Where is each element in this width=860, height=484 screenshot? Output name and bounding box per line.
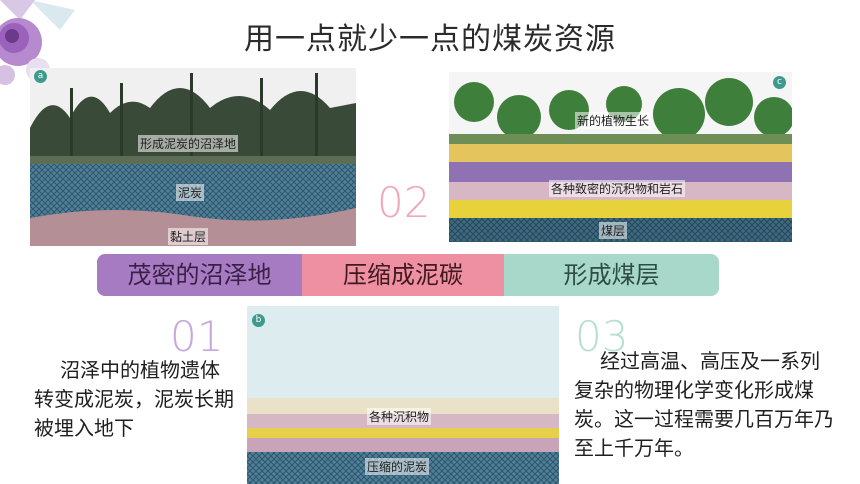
step-number-03: 03 bbox=[575, 312, 629, 361]
step-number-01: 01 bbox=[170, 312, 224, 361]
label-coal-seam: 煤层 bbox=[599, 222, 628, 239]
step-number-02: 02 bbox=[377, 178, 431, 227]
step-3-description: 经过高温、高压及一系列复杂的物理化学变化形成煤炭。这一过程需要几百万年乃至上千万… bbox=[574, 349, 834, 460]
badge-b: b bbox=[252, 314, 265, 327]
coal-seam-illustration: c 新的植物生长 各种致密的沉积物和岩石 煤层 bbox=[449, 72, 792, 242]
flower-decoration bbox=[0, 0, 80, 90]
badge-a: a bbox=[34, 70, 47, 83]
label-swamp: 形成泥炭的沼泽地 bbox=[138, 135, 239, 152]
label-sediments: 各种致密的沉积物和岩石 bbox=[549, 180, 686, 197]
badge-c: c bbox=[773, 76, 786, 89]
swamp-illustration: a 形成泥炭的沼泽地 泥炭 黏土层 bbox=[30, 68, 356, 246]
label-peat: 泥炭 bbox=[176, 184, 205, 201]
label-new-plants: 新的植物生长 bbox=[575, 112, 652, 129]
compressed-peat-illustration: b 各种沉积物 压缩的泥炭 bbox=[247, 306, 559, 484]
step-1-description: 沼泽中的植物遗体转变成泥炭，泥炭长期被埋入地下 bbox=[34, 358, 234, 440]
label-compressed-peat: 压缩的泥炭 bbox=[365, 458, 430, 475]
stage-compression: 压缩成泥碳 bbox=[302, 254, 504, 296]
label-sediments-b: 各种沉积物 bbox=[367, 408, 432, 425]
stage-swamp: 茂密的沼泽地 bbox=[97, 254, 302, 296]
page-title: 用一点就少一点的煤炭资源 bbox=[244, 22, 616, 57]
stage-coal-formation: 形成煤层 bbox=[504, 254, 719, 296]
label-clay: 黏土层 bbox=[168, 228, 209, 245]
